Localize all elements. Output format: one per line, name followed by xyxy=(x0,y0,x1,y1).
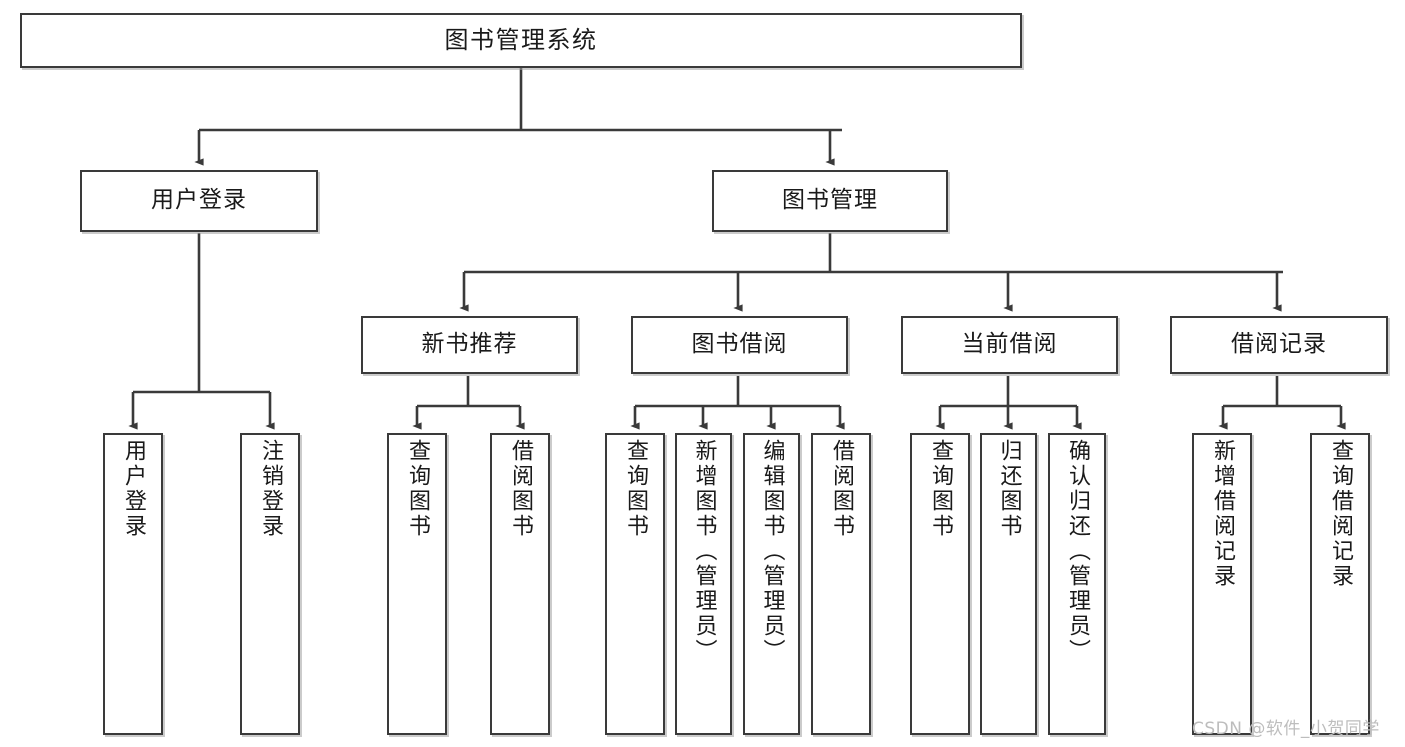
node-leaf-add-book-admin[interactable]: 新增图书（管理员） xyxy=(675,433,732,735)
node-label: 用户登录 xyxy=(151,187,247,214)
node-label: 当前借阅 xyxy=(961,331,1058,358)
node-leaf-user-login[interactable]: 用户登录 xyxy=(103,433,163,735)
node-label: 新增借阅记录 xyxy=(1210,439,1235,589)
node-new-book-recommend[interactable]: 新书推荐 xyxy=(361,316,578,374)
node-label: 归还图书 xyxy=(996,439,1022,539)
node-label: 查询借阅记录 xyxy=(1328,439,1353,589)
node-label: 借阅图书 xyxy=(829,439,854,539)
node-label: 新书推荐 xyxy=(421,331,518,358)
node-book-borrow[interactable]: 图书借阅 xyxy=(631,316,848,374)
node-leaf-borrow-book[interactable]: 借阅图书 xyxy=(811,433,871,735)
node-label: 查询图书 xyxy=(928,439,953,539)
node-user-login[interactable]: 用户登录 xyxy=(80,170,318,232)
node-label: 新增图书（管理员） xyxy=(691,439,717,664)
node-label: 用户登录 xyxy=(121,439,146,539)
node-borrow-record[interactable]: 借阅记录 xyxy=(1170,316,1388,374)
node-label: 注销登录 xyxy=(258,439,283,539)
node-label: 查询图书 xyxy=(405,439,430,539)
node-leaf-return-book[interactable]: 归还图书 xyxy=(980,433,1037,735)
node-leaf-borrow-book-recommend[interactable]: 借阅图书 xyxy=(490,433,550,735)
node-label: 借阅记录 xyxy=(1231,331,1327,358)
node-leaf-query-book-current[interactable]: 查询图书 xyxy=(910,433,970,735)
node-root-book-management-system[interactable]: 图书管理系统 xyxy=(20,13,1022,68)
node-leaf-query-book-borrow[interactable]: 查询图书 xyxy=(605,433,665,735)
node-leaf-query-book-recommend[interactable]: 查询图书 xyxy=(387,433,447,735)
node-label: 图书管理系统 xyxy=(444,26,598,55)
node-leaf-add-borrow-record[interactable]: 新增借阅记录 xyxy=(1192,433,1252,735)
node-label: 借阅图书 xyxy=(508,439,533,539)
node-leaf-confirm-return-admin[interactable]: 确认归还（管理员） xyxy=(1048,433,1106,735)
csdn-watermark: CSDN @软件_小贺同学 xyxy=(1192,719,1380,739)
node-leaf-logout-login[interactable]: 注销登录 xyxy=(240,433,300,735)
node-book-management[interactable]: 图书管理 xyxy=(712,170,948,232)
node-label: 图书管理 xyxy=(782,187,878,214)
node-label: 编辑图书（管理员） xyxy=(759,439,785,664)
node-label: 图书借阅 xyxy=(691,331,788,358)
node-label: 查询图书 xyxy=(623,439,648,539)
node-label: 确认归还（管理员） xyxy=(1065,439,1090,664)
node-leaf-edit-book-admin[interactable]: 编辑图书（管理员） xyxy=(743,433,800,735)
node-current-borrow[interactable]: 当前借阅 xyxy=(901,316,1118,374)
node-leaf-query-borrow-record[interactable]: 查询借阅记录 xyxy=(1310,433,1370,735)
